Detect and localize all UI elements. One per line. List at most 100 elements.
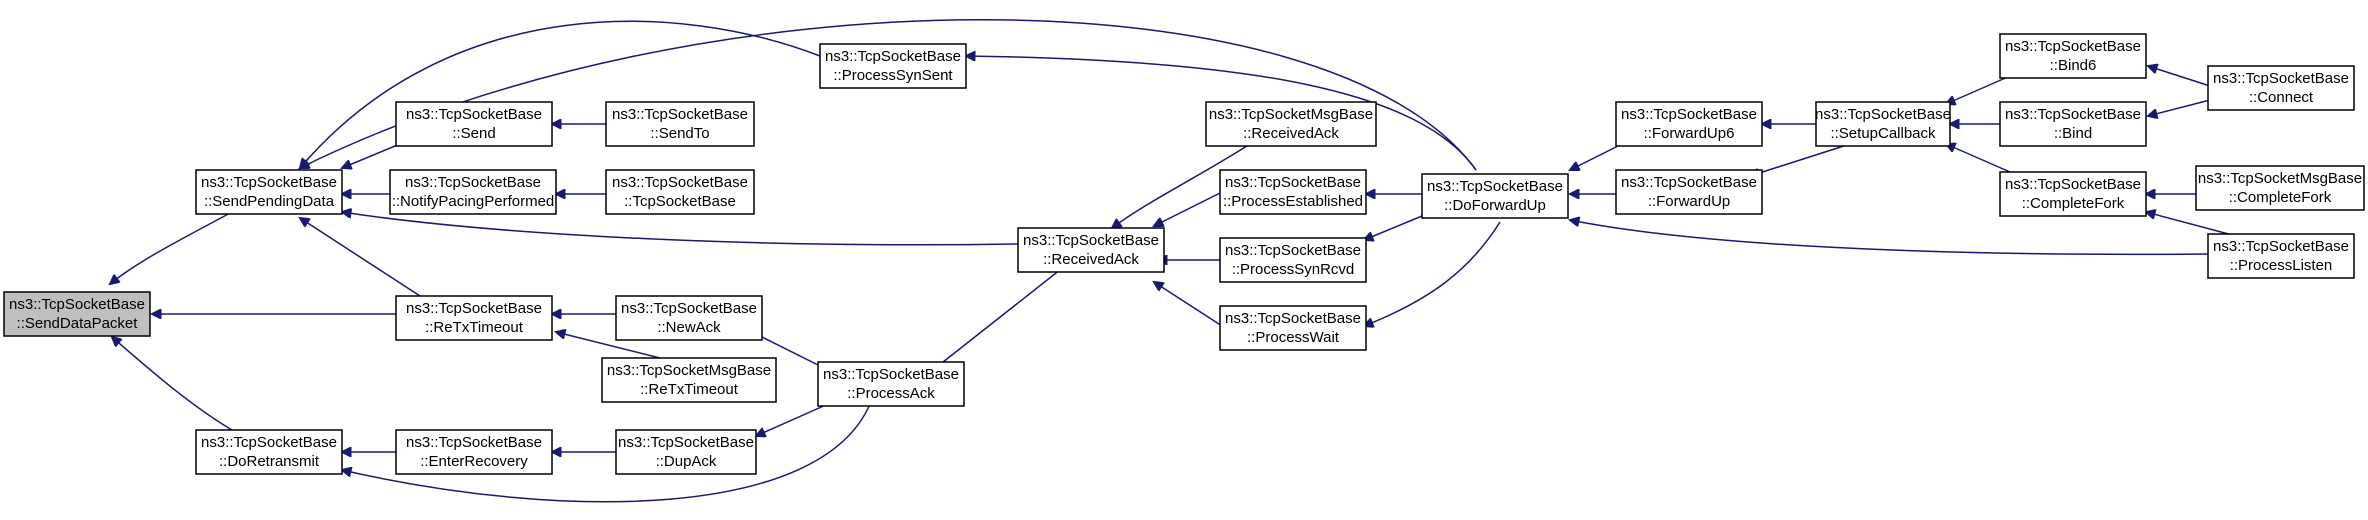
node-enterrecovery[interactable]: ns3::TcpSocketBase ::EnterRecovery — [395, 429, 553, 475]
node-label: ns3::TcpSocketBase — [2005, 106, 2141, 123]
node-box — [395, 429, 553, 475]
node-label: ::Send — [452, 125, 495, 142]
node-label: ::ProcessEstablished — [1223, 193, 1363, 210]
edge-setupcallback-to-forwardup — [1750, 143, 1851, 176]
node-label: ::NewAck — [657, 319, 721, 336]
edge-bind6-to-setupcallback — [1946, 75, 2011, 104]
node-label: ns3::TcpSocketBase — [1815, 106, 1951, 123]
edge-receivedack-to-sendpendingdata — [342, 212, 1019, 246]
node-label: ns3::TcpSocketBase — [201, 174, 337, 191]
node-doforwardup[interactable]: ns3::TcpSocketBase ::DoForwardUp — [1421, 173, 1569, 219]
node-box — [605, 169, 755, 215]
node-label: ns3::TcpSocketBase — [1621, 174, 1757, 191]
node-box — [1815, 101, 1951, 147]
node-box — [819, 43, 967, 89]
node-label: ::ReTxTimeout — [640, 381, 739, 398]
node-processlisten[interactable]: ns3::TcpSocketBase ::ProcessListen — [2207, 233, 2355, 279]
node-label: ::Bind — [2054, 125, 2092, 142]
node-label: ns3::TcpSocketBase — [9, 296, 145, 313]
node-box — [389, 169, 557, 215]
node-box — [195, 169, 343, 215]
node-label: ns3::TcpSocketBase — [2005, 176, 2141, 193]
node-msg-completefork[interactable]: ns3::TcpSocketMsgBase ::CompleteFork — [2195, 165, 2365, 211]
node-box — [1999, 171, 2147, 217]
node-completefork[interactable]: ns3::TcpSocketBase ::CompleteFork — [1999, 171, 2147, 217]
node-label: ns3::TcpSocketBase — [406, 106, 542, 123]
node-box — [817, 361, 965, 407]
node-box — [2207, 233, 2355, 279]
node-bind6[interactable]: ns3::TcpSocketBase ::Bind6 — [1999, 33, 2147, 79]
node-box — [195, 429, 343, 475]
call-nodes: ns3::TcpSocketBase ::SendDataPacket ns3:… — [3, 33, 2365, 475]
edge-processack-to-newack — [752, 332, 821, 367]
node-sendpendingdata[interactable]: ns3::TcpSocketBase ::SendPendingData — [195, 169, 343, 215]
edge-doforwardup-to-processwait — [1364, 221, 1501, 326]
node-setupcallback[interactable]: ns3::TcpSocketBase ::SetupCallback — [1815, 101, 1951, 147]
node-label: ::ProcessSynSent — [833, 67, 953, 84]
node-notifypacingperformed[interactable]: ns3::TcpSocketBase ::NotifyPacingPerform… — [389, 169, 557, 215]
node-label: ns3::TcpSocketBase — [612, 174, 748, 191]
node-label: ns3::TcpSocketBase — [406, 300, 542, 317]
node-label: ::DupAck — [656, 453, 717, 470]
node-label: ns3::TcpSocketMsgBase — [1209, 106, 1373, 123]
node-tcpsocketbase-ctor[interactable]: ns3::TcpSocketBase ::TcpSocketBase — [605, 169, 755, 215]
node-send[interactable]: ns3::TcpSocketBase ::Send — [395, 101, 553, 147]
node-msg-receivedack[interactable]: ns3::TcpSocketMsgBase ::ReceivedAck — [1205, 101, 1377, 147]
node-label: ::SendTo — [650, 125, 709, 142]
edge-forwardup6-to-doforwardup — [1570, 143, 1623, 170]
edge-retxtimeout-to-sendpendingdata — [300, 218, 421, 297]
node-label: ::Bind6 — [2050, 57, 2097, 74]
edge-connect-to-bind — [2148, 99, 2211, 116]
node-receivedack[interactable]: ns3::TcpSocketBase ::ReceivedAck — [1017, 227, 1165, 273]
node-box — [1219, 305, 1367, 351]
edge-processack-to-doretransmit — [342, 403, 871, 503]
edge-doforwardup-to-sendpendingdata — [300, 19, 1477, 171]
edge-processwait-to-receivedack — [1154, 282, 1223, 327]
node-label: ns3::TcpSocketBase — [406, 434, 542, 451]
edge-processsynsent-to-sendpendingdata — [300, 20, 821, 168]
node-sendto[interactable]: ns3::TcpSocketBase ::SendTo — [605, 101, 755, 147]
node-box — [601, 357, 777, 403]
call-edges — [110, 19, 2237, 503]
edge-msgreceivedack-to-receivedack — [1112, 143, 1251, 228]
node-newack[interactable]: ns3::TcpSocketBase ::NewAck — [615, 295, 763, 341]
node-box — [615, 429, 757, 475]
node-label: ns3::TcpSocketBase — [2005, 38, 2141, 55]
node-connect[interactable]: ns3::TcpSocketBase ::Connect — [2207, 65, 2355, 111]
node-doretransmit[interactable]: ns3::TcpSocketBase ::DoRetransmit — [195, 429, 343, 475]
node-label: ns3::TcpSocketBase — [825, 48, 961, 65]
node-processsynrcvd[interactable]: ns3::TcpSocketBase ::ProcessSynRcvd — [1219, 237, 1367, 283]
node-label: ::CompleteFork — [2229, 189, 2332, 206]
node-senddatapacket[interactable]: ns3::TcpSocketBase ::SendDataPacket — [3, 291, 151, 337]
edge-processlisten-to-doforwardup — [1570, 220, 2211, 256]
node-box — [605, 101, 755, 147]
node-label: ::SendPendingData — [204, 193, 335, 210]
node-bind[interactable]: ns3::TcpSocketBase ::Bind — [1999, 101, 2147, 147]
node-forwardup[interactable]: ns3::TcpSocketBase ::ForwardUp — [1615, 169, 1763, 215]
edge-msgretxtimeout-to-retxtimeout — [556, 332, 661, 359]
node-box — [1017, 227, 1165, 273]
node-processsynsent[interactable]: ns3::TcpSocketBase ::ProcessSynSent — [819, 43, 967, 89]
node-box — [1999, 33, 2147, 79]
node-label: ns3::TcpSocketMsgBase — [607, 362, 771, 379]
edge-doforwardup-to-processsynsent — [966, 56, 1477, 171]
node-dupack[interactable]: ns3::TcpSocketBase ::DupAck — [615, 429, 757, 475]
node-label: ns3::TcpSocketBase — [1023, 232, 1159, 249]
node-processestablished[interactable]: ns3::TcpSocketBase ::ProcessEstablished — [1219, 169, 1367, 215]
node-box — [1999, 101, 2147, 147]
edge-processack-to-receivedack — [937, 262, 1070, 367]
node-box — [395, 101, 553, 147]
node-box — [1219, 237, 1367, 283]
node-label: ::SendDataPacket — [17, 315, 139, 332]
node-processack[interactable]: ns3::TcpSocketBase ::ProcessAck — [817, 361, 965, 407]
node-processwait[interactable]: ns3::TcpSocketBase ::ProcessWait — [1219, 305, 1367, 351]
node-retxtimeout[interactable]: ns3::TcpSocketBase ::ReTxTimeout — [395, 295, 553, 341]
node-box — [395, 295, 553, 341]
edge-processack-to-dupack — [756, 403, 829, 436]
node-msg-retxtimeout[interactable]: ns3::TcpSocketMsgBase ::ReTxTimeout — [601, 357, 777, 403]
node-label: ::ProcessListen — [2230, 257, 2333, 274]
node-forwardup6[interactable]: ns3::TcpSocketBase ::ForwardUp6 — [1615, 101, 1763, 147]
edge-sendpendingdata-to-senddatapacket — [110, 211, 233, 284]
node-label: ns3::TcpSocketBase — [405, 174, 541, 191]
